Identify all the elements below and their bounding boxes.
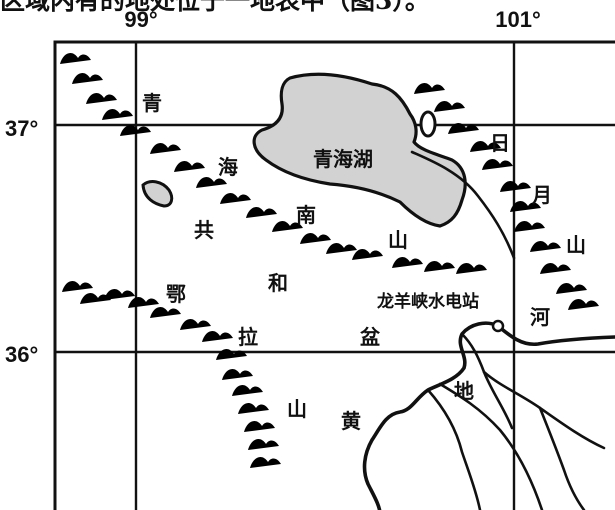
river-tributary-southeast [538, 406, 586, 510]
header-text: 区域内有的地处位于一地表中（图3）。 [0, 0, 430, 15]
riyue-char-1: 日 [490, 131, 510, 155]
lon-101-label: 101° [495, 7, 541, 32]
elashan-char-1: 鄂 [166, 282, 186, 306]
yellow-river [362, 321, 615, 510]
qinghai-lake [252, 72, 467, 228]
lat-36-label: 36° [5, 342, 38, 367]
riyue-char-3: 山 [566, 233, 586, 257]
nanshan-char-1: 青 [142, 91, 162, 115]
qinghai-lake-label: 青海湖 [313, 147, 373, 171]
gonghe-char-4: 地 [454, 379, 474, 403]
small-lake-west [141, 180, 174, 208]
hydropower-station-marker [491, 319, 505, 333]
lat-37-label: 37° [5, 116, 38, 141]
gonghe-char-3: 盆 [360, 325, 381, 349]
river-branch-north [410, 150, 516, 260]
gonghe-char-2: 和 [268, 271, 288, 295]
yellow-river-char-2: 河 [530, 305, 550, 329]
river-tributary-lower [438, 382, 544, 510]
gonghe-char-1: 共 [194, 218, 214, 242]
yellow-river-char-1: 黄 [341, 409, 361, 433]
elashan-char-2: 拉 [238, 325, 258, 349]
lon-99-label: 99° [124, 7, 157, 32]
elashan-char-3: 山 [287, 397, 307, 421]
nanshan-char-3: 南 [296, 203, 316, 227]
map-frame [53, 40, 615, 510]
small-lake [419, 110, 437, 138]
river-tributary-southwest [426, 388, 482, 510]
nanshan-char-4: 山 [388, 228, 408, 252]
longyangxia-station-label: 龙羊峡水电站 [376, 291, 479, 312]
nanshan-char-2: 海 [218, 155, 238, 179]
riyue-char-2: 月 [531, 183, 552, 207]
elashan-range-icon [62, 281, 281, 468]
